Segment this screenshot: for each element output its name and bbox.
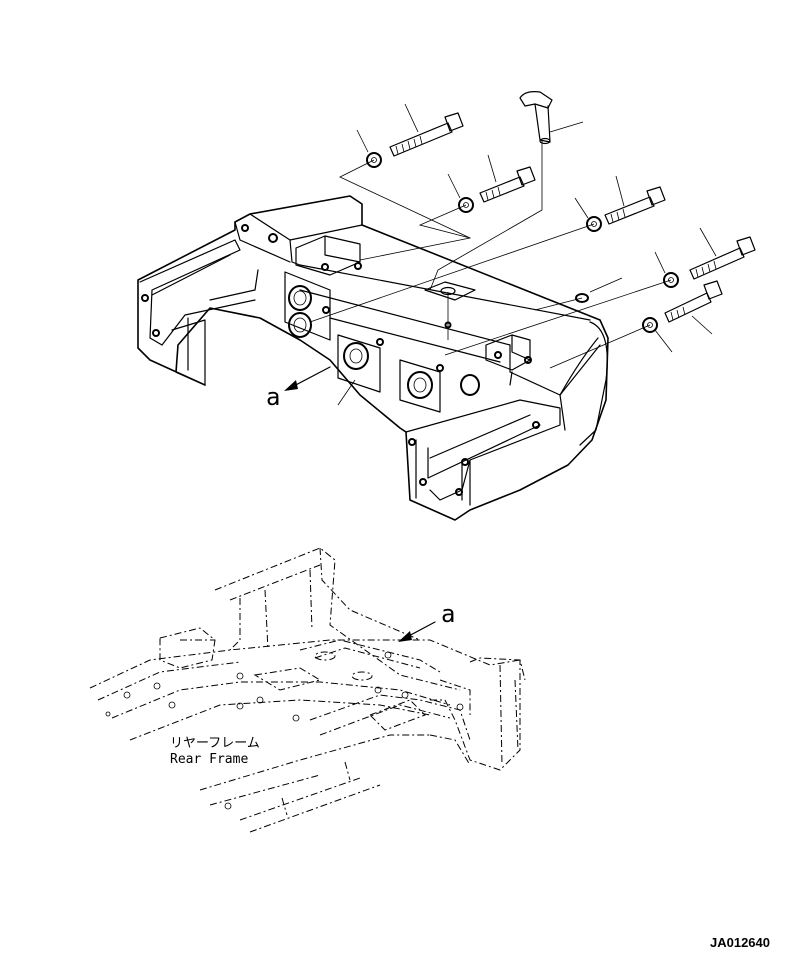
view-marker-upper: a <box>266 383 281 411</box>
washer-1 <box>366 152 382 168</box>
bolt-1 <box>389 112 464 157</box>
bolt-5 <box>664 280 723 323</box>
washer-3 <box>586 216 602 232</box>
counterweight <box>137 195 609 521</box>
leader-lines <box>284 103 717 406</box>
washer-4 <box>663 272 679 288</box>
view-marker-lower: a <box>441 600 456 628</box>
lifting-pin <box>519 91 553 145</box>
washer-5 <box>642 317 658 333</box>
drawing-code: JA012640 <box>710 935 770 950</box>
rear-frame <box>89 547 526 833</box>
plug <box>575 293 589 303</box>
bolt-3 <box>604 186 666 225</box>
bolt-4 <box>689 236 756 280</box>
frame-label-english: Rear Frame <box>170 752 249 767</box>
washer-2 <box>458 197 474 213</box>
frame-label-japanese: リヤーフレーム <box>170 736 260 751</box>
bolt-2 <box>479 166 536 203</box>
bolts-and-washers <box>366 91 756 333</box>
